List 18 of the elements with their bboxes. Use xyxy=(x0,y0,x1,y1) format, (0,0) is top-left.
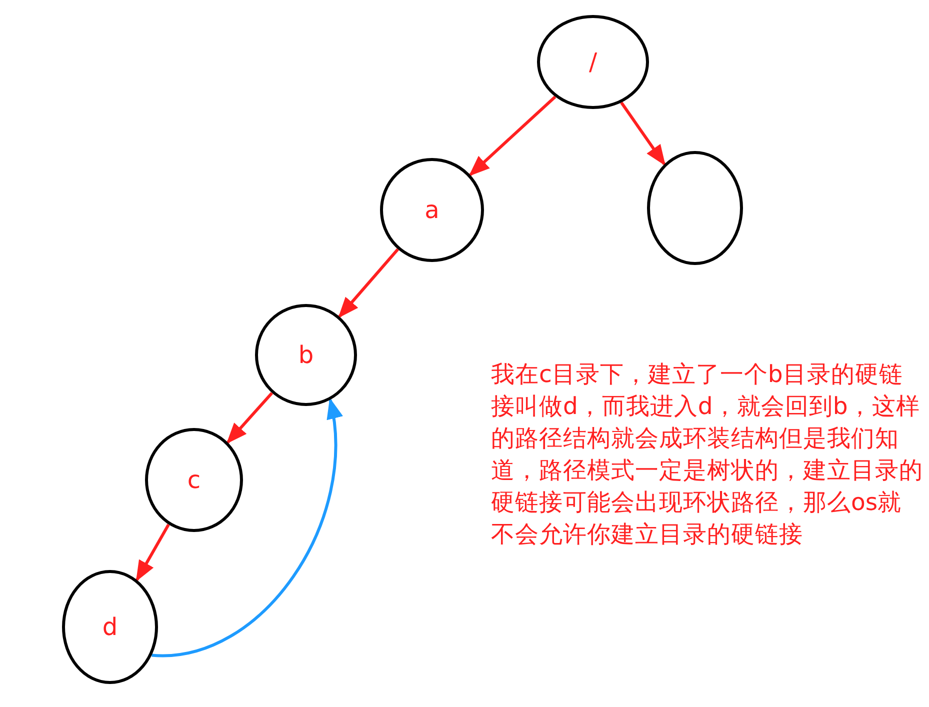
node-label: c xyxy=(187,466,201,494)
tree-node-circle xyxy=(255,304,357,406)
arrow xyxy=(468,96,556,176)
arrow xyxy=(620,102,666,166)
tree-node-circle xyxy=(647,151,743,265)
arrow xyxy=(136,524,170,582)
node-label: a xyxy=(424,196,440,224)
tree-node-circle xyxy=(62,570,158,684)
arrow xyxy=(338,248,400,318)
note-text: 我在c目录下，建立了一个b目录的硬链接叫做d，而我进入d，就会回到b，这样的路径结构就会成环装结构但是我们知道，路径模式一定是树状的，建立目录的硬链接可能会出现环状路径，那么os就不会允许你建立目录的硬链接 xyxy=(491,359,923,550)
tree-node-circle xyxy=(537,15,649,109)
arrow xyxy=(152,398,342,657)
tree-node-circle xyxy=(145,428,243,532)
node-label: d xyxy=(102,613,118,641)
node-label: / xyxy=(588,48,598,76)
tree-node-circle xyxy=(380,158,484,262)
node-label: b xyxy=(298,341,314,369)
arrow xyxy=(226,392,274,444)
